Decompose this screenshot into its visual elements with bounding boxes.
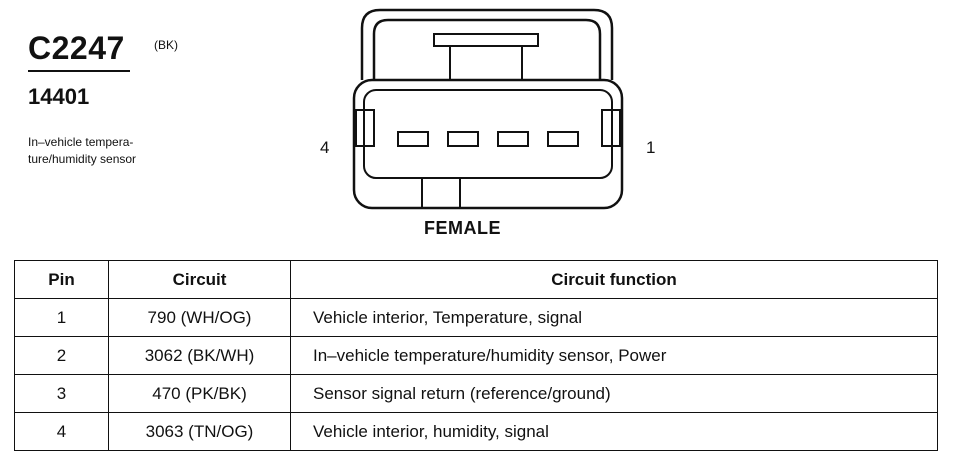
table-row: 3 470 (PK/BK) Sensor signal return (refe…: [14, 374, 938, 413]
header-circuit-function: Circuit function: [290, 260, 938, 299]
connector-body: [352, 78, 624, 210]
connector-face-drawing: [352, 8, 624, 210]
cell-circuit: 790 (WH/OG): [108, 298, 291, 337]
pin-label-right: 1: [646, 138, 656, 157]
cell-circuit: 3063 (TN/OG): [108, 412, 291, 451]
cell-pin: 3: [14, 374, 109, 413]
cell-circuit-function: Vehicle interior, Temperature, signal: [290, 298, 938, 337]
cell-pin: 2: [14, 336, 109, 375]
connector-inner-housing: [372, 18, 602, 80]
pin-label-left: 4: [320, 138, 330, 157]
connector-outer-housing: [360, 8, 614, 80]
header-circuit: Circuit: [108, 260, 291, 299]
header-pin: Pin: [14, 260, 109, 299]
connector-gender: FEMALE: [424, 218, 501, 238]
pin-cavity: [547, 131, 579, 147]
title-underline: [28, 70, 130, 72]
pinout-table: Pin Circuit Circuit function 1 790 (WH/O…: [14, 260, 938, 451]
table-header-row: Pin Circuit Circuit function: [14, 260, 938, 299]
connector-description: In–vehicle tempera- ture/humidity sensor: [28, 135, 137, 166]
cell-pin: 4: [14, 412, 109, 451]
left-key: [355, 109, 375, 147]
cell-circuit-function: Vehicle interior, humidity, signal: [290, 412, 938, 451]
connector-id: C2247: [28, 30, 125, 66]
cell-circuit-function: Sensor signal return (reference/ground): [290, 374, 938, 413]
right-key: [601, 109, 621, 147]
pin-cavity: [397, 131, 429, 147]
pin-cavity: [497, 131, 529, 147]
bottom-key-slot: [421, 178, 461, 208]
pin-cavity: [447, 131, 479, 147]
cell-circuit-function: In–vehicle temperature/humidity sensor, …: [290, 336, 938, 375]
part-number: 14401: [28, 84, 90, 109]
cell-circuit: 470 (PK/BK): [108, 374, 291, 413]
table-row: 2 3062 (BK/WH) In–vehicle temperature/hu…: [14, 336, 938, 375]
connector-color-code: (BK): [154, 38, 178, 52]
cell-circuit: 3062 (BK/WH): [108, 336, 291, 375]
locking-tab: [433, 33, 539, 47]
table-row: 1 790 (WH/OG) Vehicle interior, Temperat…: [14, 298, 938, 337]
cell-pin: 1: [14, 298, 109, 337]
table-row: 4 3063 (TN/OG) Vehicle interior, humidit…: [14, 412, 938, 451]
